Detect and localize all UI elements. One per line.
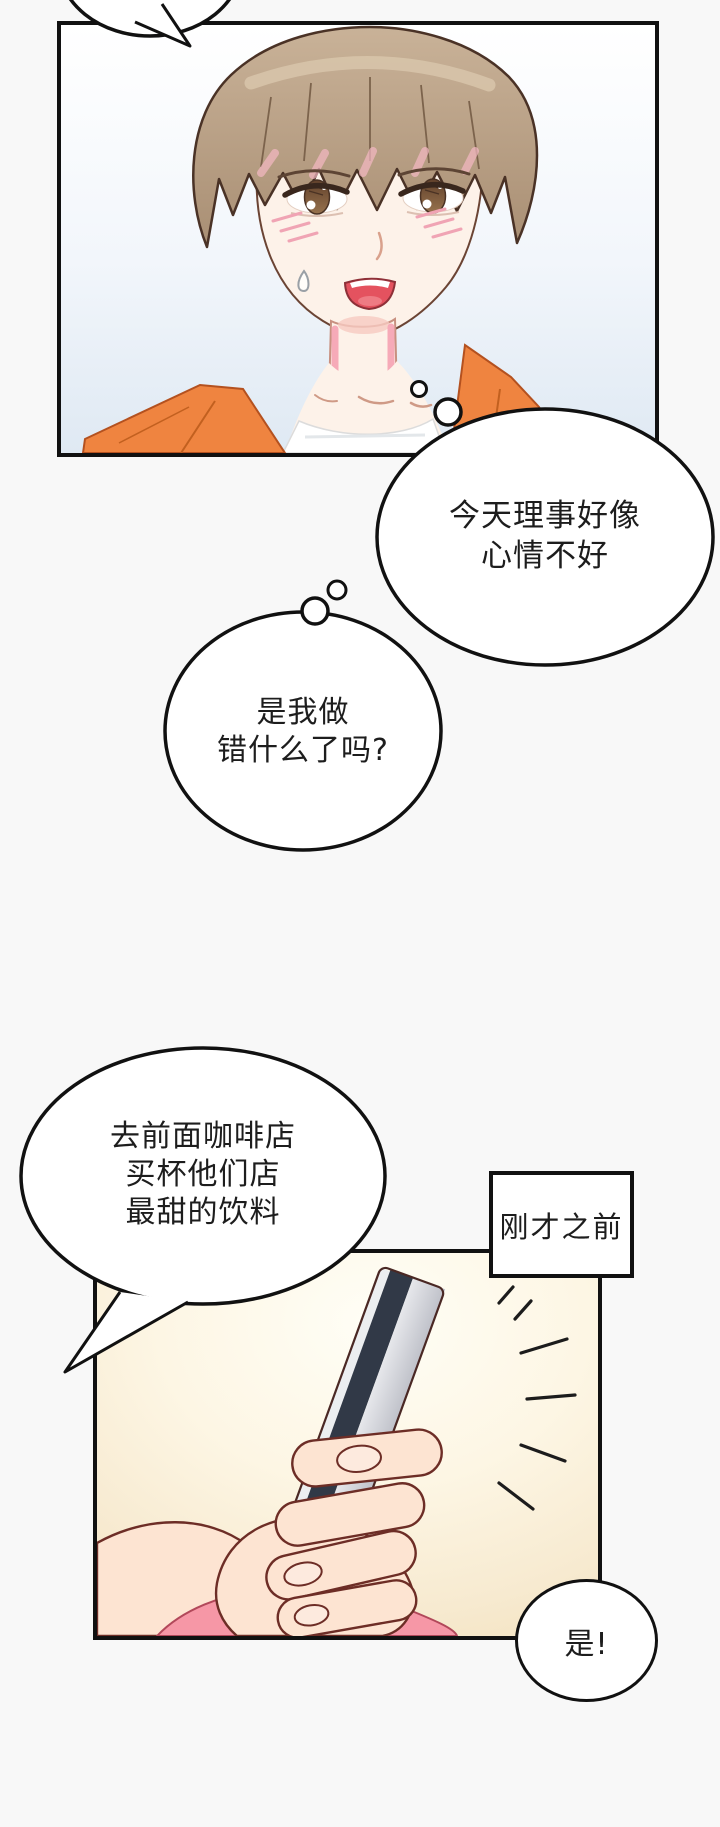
thought-bump — [300, 596, 330, 626]
reply-text: 是! — [564, 1626, 609, 1662]
finger-pinky — [276, 1579, 418, 1636]
thought2-line2: 错什么了吗? — [217, 733, 389, 768]
thought-trail-dot — [326, 579, 348, 601]
thought-bubble-2 — [163, 579, 443, 852]
mouth — [343, 277, 397, 311]
thought-bubble-1 — [375, 380, 715, 667]
speech1-line1: 去前面咖啡店 — [110, 1119, 296, 1154]
thumb — [291, 1428, 443, 1488]
hand-card-illustration — [97, 1253, 598, 1636]
reply-bubble: 是! — [515, 1579, 658, 1702]
sweat-drop — [297, 269, 310, 293]
flashback-caption-label: 刚才之前 — [499, 1209, 624, 1244]
speech1-line2: 买杯他们店 — [125, 1157, 281, 1192]
flashback-caption-box: 刚才之前 — [489, 1171, 634, 1278]
eye-left — [282, 179, 350, 217]
thought1-line2: 心情不好 — [481, 538, 609, 574]
thought-bubble-2-text: 是我做 错什么了吗? — [153, 694, 453, 770]
eyebrow-left — [277, 169, 351, 179]
speech1-line3: 最甜的饮料 — [125, 1195, 281, 1230]
speech-bubble-1-text: 去前面咖啡店 买杯他们店 最甜的饮料 — [43, 1118, 363, 1232]
thought-trail-dot — [410, 380, 428, 398]
eyebrow-right — [397, 167, 471, 177]
finger-ring — [265, 1529, 417, 1601]
emphasis-lines — [497, 1285, 577, 1511]
chest-and-shirt — [282, 361, 449, 453]
eye-right — [398, 178, 466, 216]
panel-flashback-hand — [93, 1249, 602, 1640]
thought-bubble-1-text: 今天理事好像 心情不好 — [385, 496, 705, 576]
thought1-line1: 今天理事好像 — [449, 498, 641, 534]
panel-portrait — [57, 21, 659, 457]
thought2-line1: 是我做 — [256, 695, 350, 730]
speech-bubble-1 — [19, 1046, 387, 1374]
finger-middle — [274, 1482, 426, 1547]
thought-bump — [433, 397, 463, 427]
partial-speech-bubble — [68, 0, 232, 48]
hand — [97, 1428, 458, 1636]
speech-tail — [63, 1291, 189, 1374]
nose — [375, 231, 383, 261]
blush-lines — [271, 207, 463, 243]
